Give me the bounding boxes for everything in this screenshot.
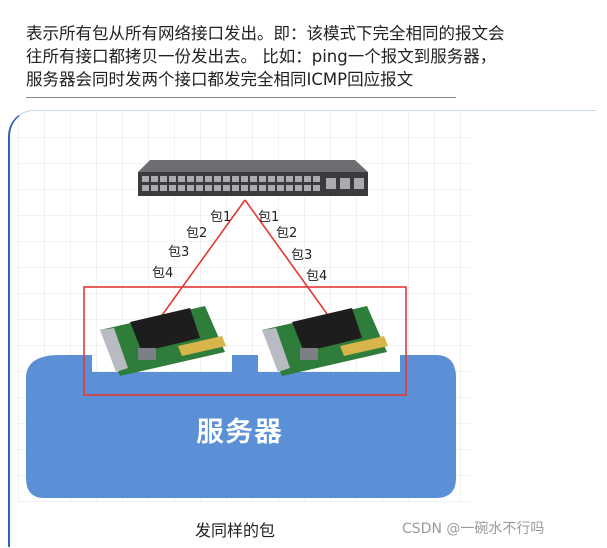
left-packet-3: 包3 [168, 241, 189, 260]
diagram-caption: 发同样的包 [195, 517, 275, 541]
left-packet-1: 包1 [210, 206, 231, 225]
source-watermark: CSDN @一碗水不行吗 [402, 518, 544, 538]
left-packet-4: 包4 [152, 262, 173, 281]
right-packet-4: 包4 [306, 265, 327, 284]
right-packet-2: 包2 [276, 222, 297, 241]
nic-card-left [100, 306, 226, 376]
left-packet-2: 包2 [186, 222, 207, 241]
right-packet-3: 包3 [291, 244, 312, 263]
nic-card-right [262, 306, 388, 376]
